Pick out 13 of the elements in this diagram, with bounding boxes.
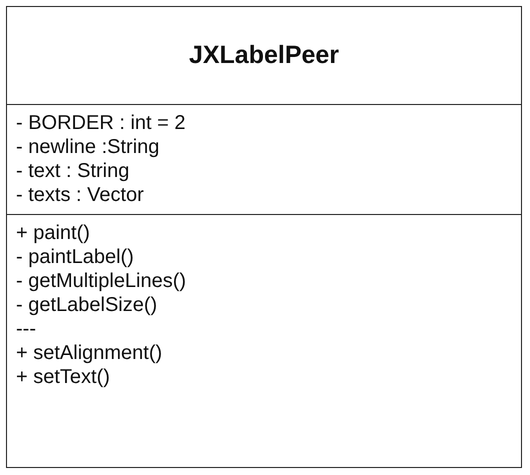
method-text: - getMultipleLines(): [16, 269, 186, 293]
attribute-text: - BORDER : int = 2: [16, 111, 186, 135]
class-name: JXLabelPeer: [188, 41, 340, 70]
attribute-text: - texts : Vector: [16, 183, 144, 207]
method-text: + paint(): [16, 221, 90, 245]
attribute-text: - text : String: [16, 159, 130, 183]
method-text: + setText(): [16, 365, 110, 389]
method-text: - getLabelSize(): [16, 293, 158, 317]
separator-text: ---: [16, 317, 36, 341]
method-text: + setAlignment(): [16, 341, 162, 365]
attribute-text: - newline :String: [16, 135, 160, 159]
method-text: - paintLabel(): [16, 245, 134, 269]
class-box: [6, 6, 522, 468]
